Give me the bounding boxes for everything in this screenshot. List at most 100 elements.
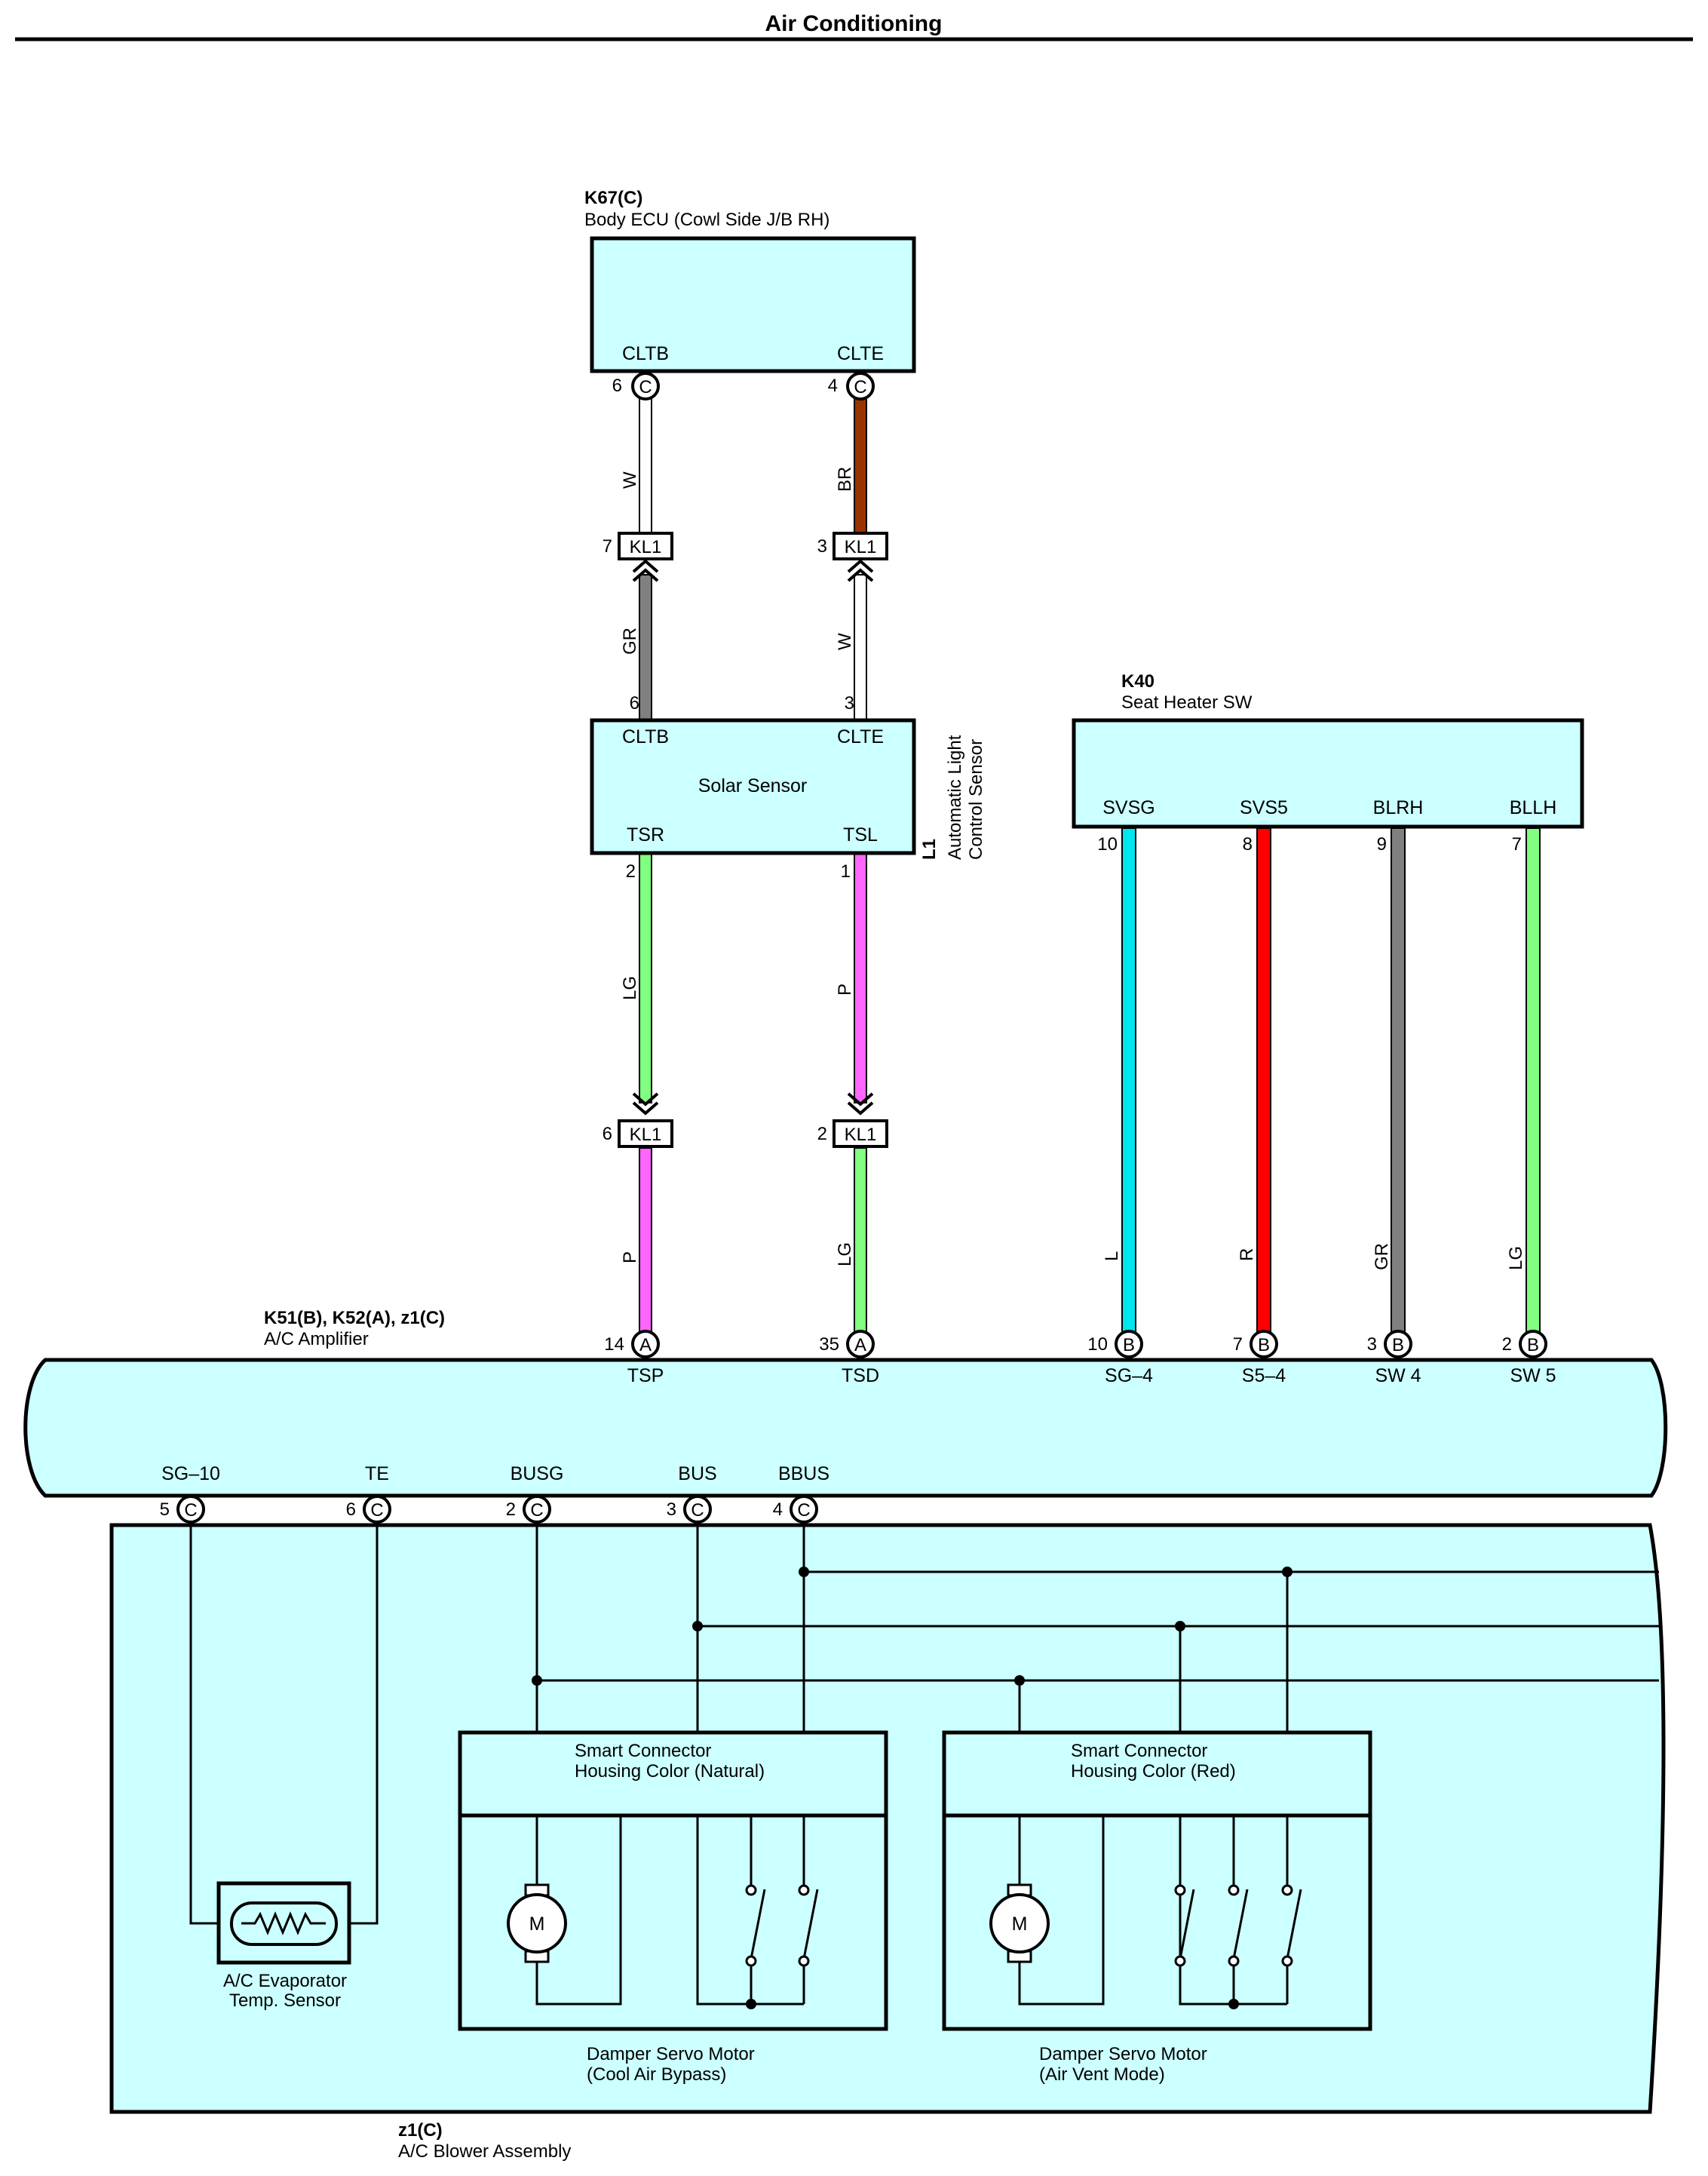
wire-clte-lower	[854, 574, 867, 720]
kl1-label: KL1	[630, 537, 662, 557]
splice-dot	[799, 1567, 809, 1577]
seat-heater-terminal: BLLH	[1510, 797, 1557, 818]
amp-terminal-label: SG–4	[1105, 1365, 1153, 1386]
smart-connector-label-2: Housing Color (Natural)	[575, 1761, 765, 1782]
wire-bllh	[1526, 827, 1541, 1342]
wire-code-p-1: P	[835, 984, 855, 996]
solar-pin-cltb: 6	[630, 693, 639, 714]
wire-cltb-upper	[639, 385, 652, 536]
connector-code: C	[184, 1500, 197, 1521]
switch-contact	[1281, 1955, 1293, 1967]
wire-tsl-upper	[854, 853, 867, 1103]
damper-servo-motor-air-vent-mode: Smart Connector Housing Color (Red) M Da…	[942, 1730, 1372, 2085]
wire-code-p-2: P	[620, 1251, 640, 1263]
sg10-wire	[189, 1512, 219, 1925]
servo-motor-label-1: Damper Servo Motor	[587, 2044, 755, 2064]
switch-wire	[750, 1961, 805, 2004]
switch-wire	[750, 1815, 805, 1886]
blower-name: A/C Blower Assembly	[398, 2141, 571, 2162]
wire-code-gr-2: GR	[1372, 1243, 1392, 1270]
amp-pin: 3	[667, 1499, 676, 1520]
wire-clte-upper	[854, 385, 867, 536]
body-ecu-terminal-cltb: CLTB	[622, 343, 669, 364]
switch-wire	[1232, 1961, 1289, 2004]
motor-icon	[507, 1893, 567, 1953]
solar-sensor-box	[590, 718, 916, 855]
wire-code-w-2: W	[835, 633, 855, 650]
kl1-label: KL1	[845, 537, 877, 557]
ac-blower-assembly: z1(C) A/C Blower Assembly 5 C 6 C 2 C 3 …	[109, 1495, 1666, 2162]
connector-code: C	[691, 1500, 704, 1521]
wire-code-br: BR	[835, 467, 855, 492]
connector-code: A	[639, 1335, 652, 1355]
seat-heater-ref: K40	[1121, 671, 1155, 692]
servo-motor-box	[942, 1730, 1372, 2031]
switch-common-wire	[696, 1815, 804, 2006]
seat-heater-pin: 8	[1243, 834, 1253, 855]
ac-amplifier-ref: K51(B), K52(A), z1(C)	[264, 1308, 445, 1328]
amp-terminal-label: TSP	[627, 1365, 664, 1386]
motor-symbol: M	[1012, 1914, 1028, 1935]
connector-code: C	[854, 377, 866, 397]
connector-code: C	[370, 1500, 383, 1521]
amp-terminal-label: BBUS	[778, 1463, 829, 1484]
amp-terminal-label: SW 5	[1510, 1365, 1556, 1386]
amp-terminal-label: TSD	[842, 1365, 879, 1386]
connector-code: B	[1123, 1335, 1135, 1355]
connector-circle	[176, 1495, 205, 1524]
connector-circle	[846, 1330, 875, 1358]
switch-contact	[745, 1884, 757, 1896]
wire-code-lg-3: LG	[1506, 1246, 1526, 1270]
smart-connector-label-2: Housing Color (Red)	[1071, 1761, 1236, 1782]
switch-icon	[1286, 1889, 1302, 1960]
body-ecu-ref: K67(C)	[584, 188, 642, 208]
solar-pin-tsr: 2	[626, 861, 636, 882]
switch-icon	[802, 1889, 819, 1960]
switch-contact	[1174, 1884, 1186, 1896]
kl1-connector-box	[618, 1119, 673, 1148]
evap-sensor-label-1: A/C Evaporator	[223, 1971, 347, 1991]
wires	[639, 385, 1541, 1342]
wire-tsd	[854, 1147, 867, 1341]
page-title: Air Conditioning	[765, 11, 943, 36]
connector-circle	[523, 1495, 551, 1524]
body-ecu-connectors: C C	[631, 372, 875, 401]
resistor-zigzag-icon	[241, 1911, 326, 1935]
solar-terminal-clte: CLTE	[837, 726, 884, 747]
splice-dot	[1014, 1675, 1025, 1686]
evap-sensor-box	[216, 1881, 351, 1965]
connector-circle	[1250, 1330, 1278, 1358]
inline-connector-chevron-icon	[632, 1092, 659, 1116]
splice-dot	[746, 1999, 756, 2009]
amp-pin: 6	[346, 1499, 356, 1520]
switch-contact	[798, 1955, 810, 1967]
kl1-connector-box	[833, 532, 888, 560]
wire-tsr-upper	[639, 853, 652, 1103]
wire-code-lg-2: LG	[835, 1242, 855, 1266]
motor-wire	[535, 1815, 622, 2006]
kl1-label: KL1	[845, 1125, 877, 1145]
motor-wire	[1018, 1815, 1105, 2006]
connector-code: C	[530, 1500, 543, 1521]
wire-code-lg-1: LG	[620, 976, 640, 1000]
body-ecu-terminal-clte: CLTE	[837, 343, 884, 364]
seat-heater-terminal: SVSG	[1102, 797, 1155, 818]
motor-icon	[989, 1893, 1050, 1953]
solar-pin-tsl: 1	[841, 861, 851, 882]
evaporator-temp-sensor: A/C Evaporator Temp. Sensor	[216, 1881, 351, 2011]
seat-heater-box	[1072, 718, 1584, 829]
wire-cltb-lower	[639, 574, 652, 720]
switch-contact	[1228, 1955, 1240, 1967]
connector-code: B	[1392, 1335, 1404, 1355]
connector-circle	[683, 1495, 712, 1524]
seat-heater-pin: 10	[1097, 834, 1118, 855]
amp-terminal-label: BUS	[678, 1463, 716, 1484]
seat-heater-terminal: SVS5	[1240, 797, 1288, 818]
seat-heater-pin: 9	[1377, 834, 1387, 855]
servo-motor-label-1: Damper Servo Motor	[1039, 2044, 1207, 2064]
inline-connector-chevron-icon	[847, 1092, 874, 1116]
amp-terminal-label: TE	[365, 1463, 389, 1484]
splice-dot	[532, 1675, 542, 1686]
switch-icon	[750, 1889, 766, 1960]
